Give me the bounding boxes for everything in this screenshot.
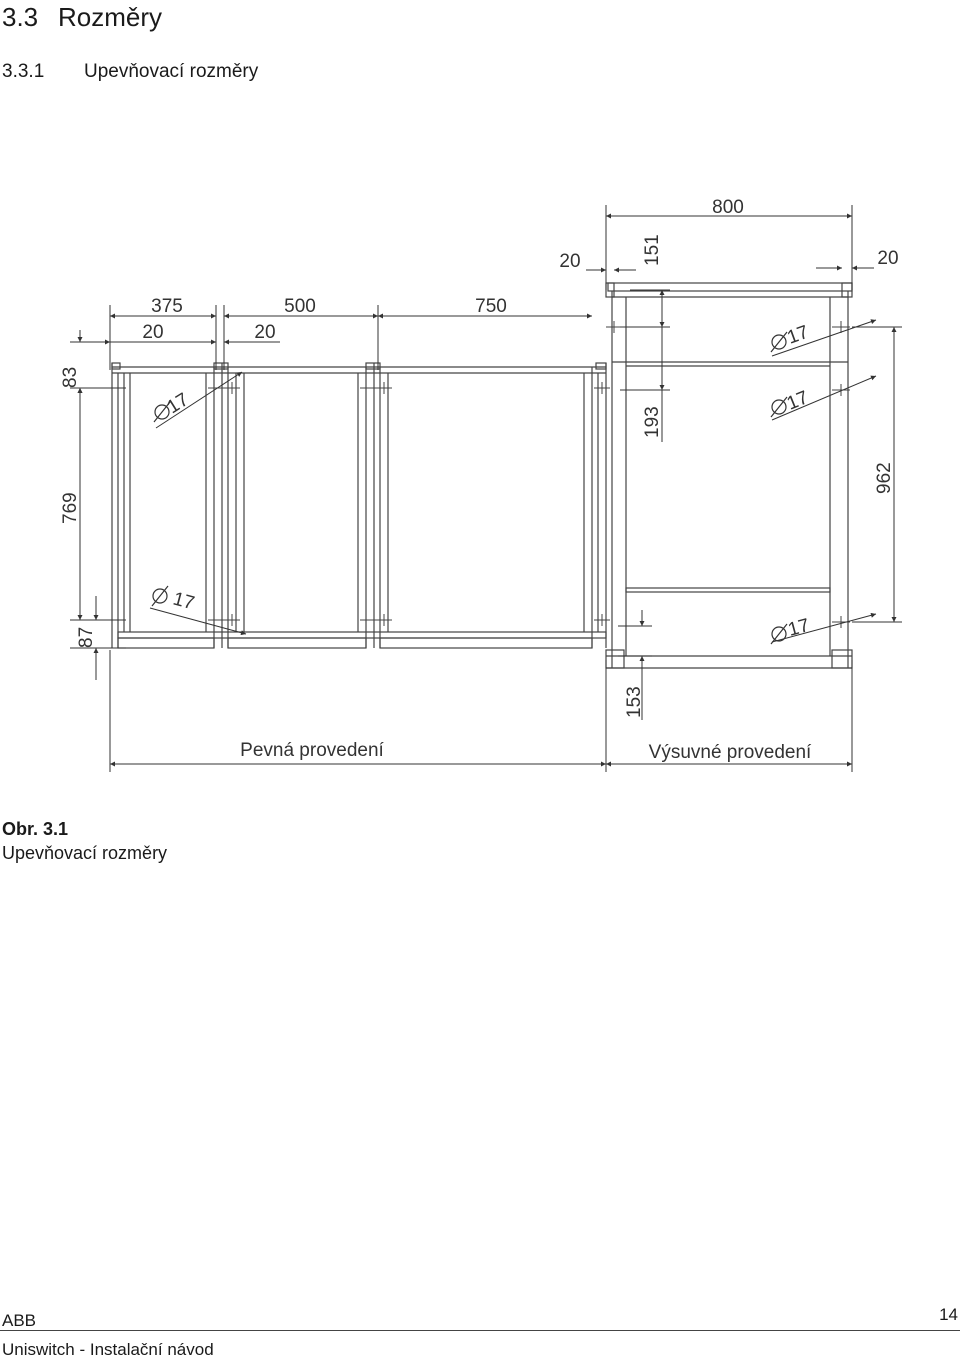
- section-title: Rozměry: [58, 2, 163, 32]
- dim-500: 500: [284, 296, 316, 317]
- dim-20-fixed-mid: 20: [254, 322, 275, 343]
- fixed-hole-marks: [110, 382, 610, 626]
- fixed-frames: [111, 362, 607, 649]
- footer-divider: [0, 1330, 960, 1331]
- dim-375: 375: [151, 296, 183, 317]
- figure-caption: Upevňovací rozměry: [2, 843, 168, 863]
- dim-800: 800: [712, 197, 744, 218]
- footer-brand: ABB: [2, 1311, 37, 1330]
- label-fixed-version: Pevná provedení: [240, 740, 384, 761]
- figure-number: Obr. 3.1: [2, 819, 69, 839]
- dim-87: 87: [76, 627, 97, 648]
- dim-83: 83: [60, 367, 81, 388]
- dim-750: 750: [475, 296, 507, 317]
- hole-diameter-2: 17: [171, 589, 197, 615]
- subsection-number: 3.3.1: [2, 61, 45, 82]
- dim-193: 193: [642, 406, 663, 438]
- subsection-heading: 3.3.1 Upevňovací rozměry: [2, 58, 258, 86]
- dimension-lines: [70, 205, 902, 772]
- hole-diameter-4: 17: [784, 387, 811, 414]
- diameter-symbols: [151, 331, 788, 645]
- label-drawout-version: Výsuvné provedení: [649, 742, 812, 763]
- section-number: 3.3: [2, 2, 39, 32]
- dim-151: 151: [642, 234, 663, 266]
- subsection-title: Upevňovací rozměry: [84, 61, 259, 82]
- hole-diameter-3: 17: [785, 322, 812, 349]
- dim-153: 153: [624, 686, 645, 718]
- drawout-frame: [605, 282, 853, 669]
- drawout-hole-marks: [606, 321, 850, 628]
- dim-20-drawout-right: 20: [877, 248, 898, 269]
- dimension-drawing: 800 151 20 20 375 500 750 20 20 83 769 8…: [60, 197, 902, 772]
- page-number: 14: [939, 1305, 958, 1324]
- dim-20-fixed-left: 20: [142, 322, 163, 343]
- section-heading: 3.3 Rozměry: [2, 0, 162, 34]
- footer-document-title: Uniswitch - Instalační návod: [2, 1340, 214, 1359]
- dim-962: 962: [874, 462, 895, 494]
- dim-20-drawout-left: 20: [559, 251, 580, 272]
- dim-769: 769: [60, 492, 81, 524]
- hole-diameter-5: 17: [786, 615, 812, 641]
- hole-diameter-1: 17: [164, 389, 193, 418]
